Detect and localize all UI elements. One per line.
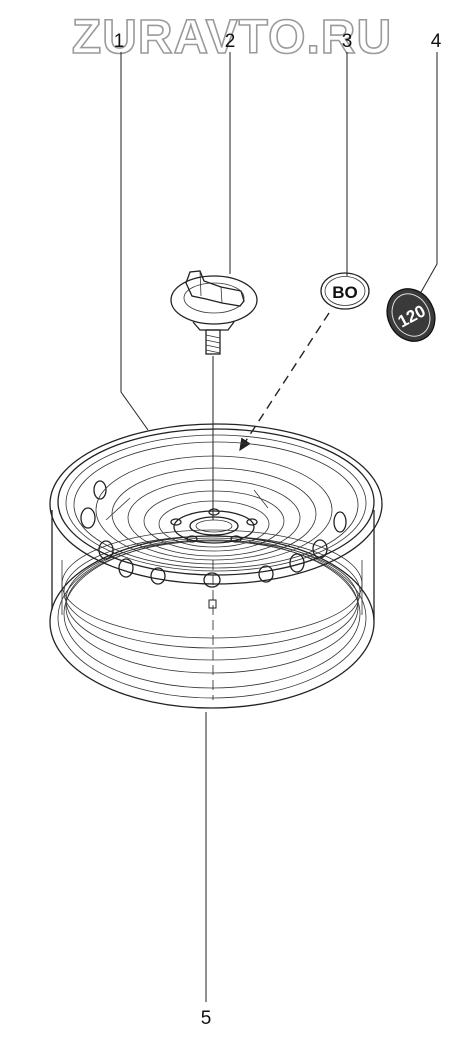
rim-vent-holes <box>80 480 347 588</box>
callout-4: 4 <box>431 31 442 52</box>
valve-stem-icon <box>208 599 217 609</box>
watermark-text: ZURAVTO.RU <box>72 11 392 64</box>
hub-cap-bolt-icon <box>170 270 258 355</box>
leader-line-4 <box>419 52 438 295</box>
leader-line-1 <box>120 52 149 431</box>
badge-3-text: BO <box>332 283 358 302</box>
120-emblem-icon: 120 <box>386 288 436 342</box>
bo-emblem-icon: BO <box>320 272 370 310</box>
install-arrow <box>239 312 330 452</box>
steel-wheel-rim-icon <box>49 423 383 709</box>
callout-3: 3 <box>342 31 353 52</box>
callout-5: 5 <box>201 1008 212 1029</box>
callout-2: 2 <box>225 31 236 52</box>
callout-1: 1 <box>114 31 125 52</box>
